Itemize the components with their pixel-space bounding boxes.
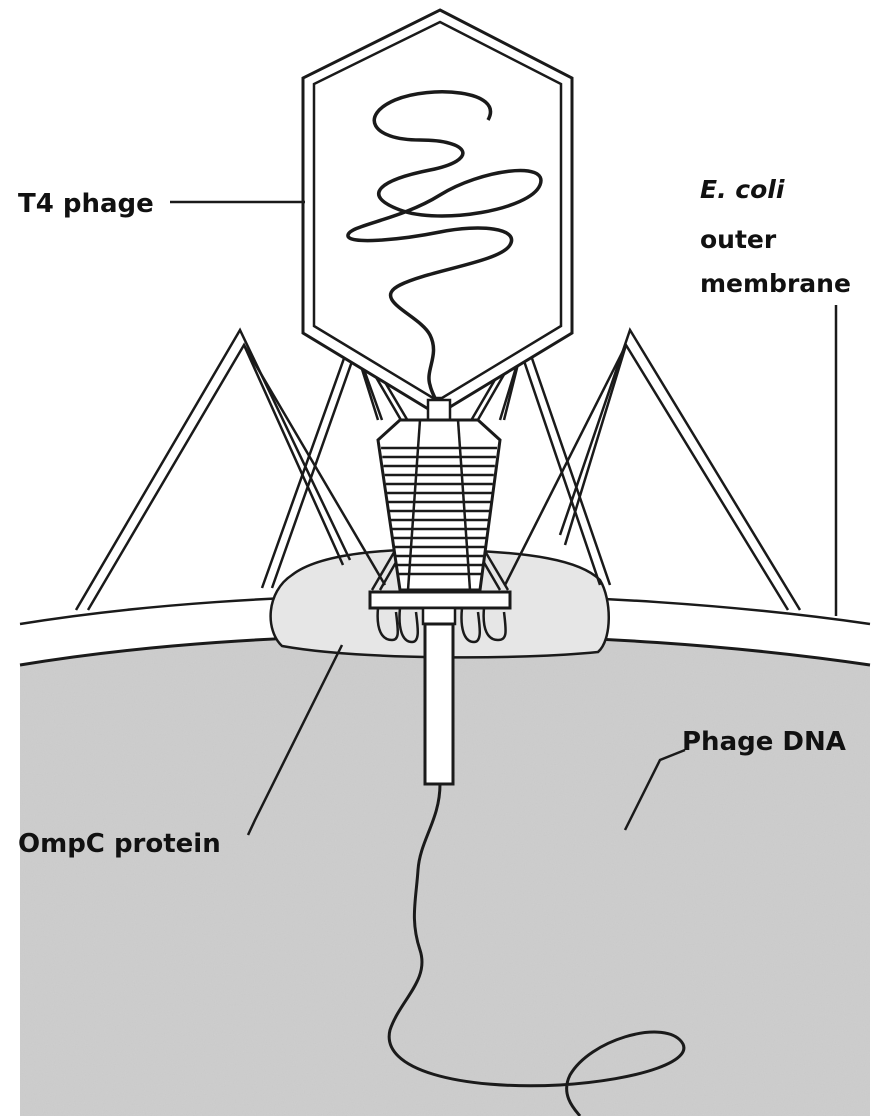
label-ecoli-membrane: membrane bbox=[700, 269, 851, 298]
label-t4-phage: T4 phage bbox=[18, 189, 154, 219]
label-ecoli-outer: outer bbox=[700, 225, 777, 254]
tail-sheath bbox=[378, 420, 500, 590]
label-ompc-protein: OmpC protein bbox=[18, 829, 221, 859]
label-phage-dna: Phage DNA bbox=[682, 727, 846, 757]
label-ecoli-italic: E. coli bbox=[700, 175, 785, 204]
phage-head bbox=[303, 10, 572, 410]
injection-tube bbox=[425, 624, 453, 784]
